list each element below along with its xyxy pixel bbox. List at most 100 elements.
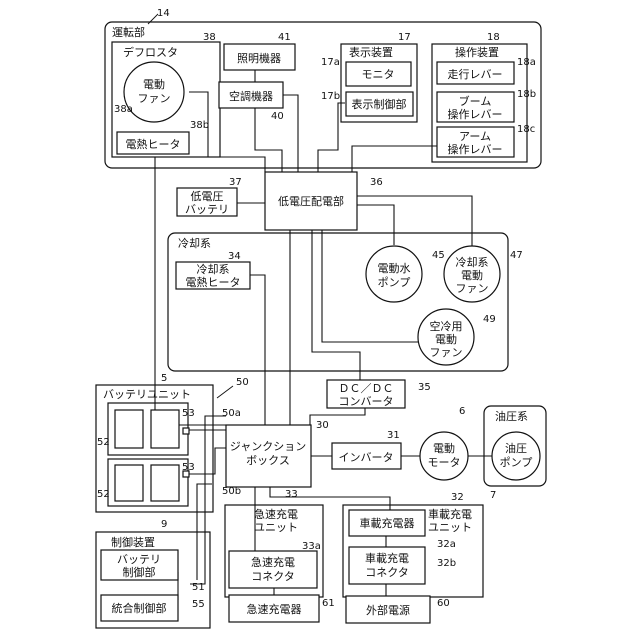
junction-box-line2: ボックス <box>246 454 290 467</box>
quick-charger-ref: 61 <box>322 598 335 609</box>
battery-unit-label: バッテリユニット <box>103 388 191 401</box>
wire-battery-control-a <box>190 416 226 584</box>
dcdc-line1: ＤＣ／ＤＣ <box>339 382 394 395</box>
cooling-system-label: 冷却系 <box>178 237 211 250</box>
wire-cooling-fan <box>357 196 472 246</box>
aircon-label: 空調機器 <box>229 89 273 103</box>
control-device-label: 制御装置 <box>111 535 155 549</box>
cooling-fan-ref: 47 <box>510 250 523 261</box>
wire-dcdc-1 <box>312 230 360 380</box>
onboard-charger-ref: 32a <box>437 539 456 550</box>
onboard-connector-ref: 32b <box>437 558 456 569</box>
ref-50a: 50a <box>222 408 241 419</box>
battery-cell-1 <box>115 410 143 448</box>
junction-box-ref: 30 <box>316 420 329 431</box>
travel-lever-label: 走行レバー <box>448 68 503 81</box>
control-device-ref: 9 <box>161 519 167 530</box>
monitor-label: モニタ <box>362 68 395 81</box>
wire-cooling-heater <box>250 275 265 425</box>
battery-cell-2 <box>151 410 179 448</box>
modules-lower-ref: 52 <box>97 489 110 500</box>
onboard-charge-unit-label-1: 車載充電 <box>428 507 472 521</box>
switch-lower-ref: 53 <box>182 462 195 473</box>
cooling-heater-line1: 冷却系 <box>197 263 230 276</box>
quick-connector-line1: 急速充電 <box>251 555 295 569</box>
lv-battery-line1: 低電圧 <box>191 190 224 203</box>
operator-unit-label: 運転部 <box>112 25 145 39</box>
ac-fan-line1: 空冷用 <box>430 319 463 333</box>
switch-upper <box>183 428 189 434</box>
modules-upper-ref: 52 <box>97 437 110 448</box>
display-controller-ref: 17b <box>321 91 340 102</box>
hydraulic-pump-line2: ポンプ <box>500 456 533 469</box>
heater-38b-ref: 38b <box>190 120 209 131</box>
switch-upper-ref: 53 <box>182 408 195 419</box>
aircon-ref: 40 <box>271 111 284 122</box>
inverter-ref: 31 <box>387 430 400 441</box>
boom-lever-line1: ブーム <box>459 94 492 108</box>
battery-controller-line2: 制御部 <box>123 565 156 579</box>
wire-water-pump <box>357 205 394 245</box>
travel-lever-ref: 18a <box>517 57 536 68</box>
defroster-label: デフロスタ <box>123 45 178 59</box>
onboard-charge-unit-label-2: ユニット <box>428 521 472 534</box>
cooling-heater-line2: 電熱ヒータ <box>186 276 241 289</box>
operation-device-ref: 18 <box>487 32 500 43</box>
boom-lever-line2: 操作レバー <box>448 107 503 121</box>
junction-box-line1: ジャンクション <box>230 440 306 453</box>
motor-line1: 電動 <box>433 441 455 455</box>
water-pump-line1: 電動水 <box>378 261 411 275</box>
battery-controller-ref: 51 <box>192 582 205 593</box>
integrated-controller-label: 統合制御部 <box>112 601 167 615</box>
arm-lever-line1: アーム <box>459 130 491 143</box>
ac-fan-line3: ファン <box>430 346 463 359</box>
quick-charge-unit-ref: 33 <box>285 489 298 500</box>
operator-unit-ref: 14 <box>157 8 170 19</box>
water-pump-line2: ポンプ <box>378 276 411 289</box>
external-power-ref: 60 <box>437 598 450 609</box>
ac-fan-line2: 電動 <box>435 332 457 346</box>
quick-charge-unit-label-2: ユニット <box>254 521 298 534</box>
boom-lever-ref: 18b <box>517 89 536 100</box>
electric-fan-38a-line2: ファン <box>138 92 171 105</box>
onboard-charger-label: 車載充電器 <box>360 516 415 530</box>
heater-38b-label: 電熱ヒータ <box>126 138 181 151</box>
onboard-charge-unit-ref: 32 <box>451 492 464 503</box>
hydraulic-pump-line1: 油圧 <box>505 441 527 455</box>
ref-50b: 50b <box>222 486 241 497</box>
cooling-heater-ref: 34 <box>228 251 241 262</box>
lighting-label: 照明機器 <box>237 51 281 65</box>
quick-charger-label: 急速充電器 <box>247 602 302 616</box>
ref-50-leader <box>217 386 233 398</box>
electric-fan-38a-line1: 電動 <box>143 77 165 91</box>
ac-fan-ref: 49 <box>483 314 496 325</box>
dcdc-line2: コンバータ <box>339 395 394 408</box>
battery-cell-4 <box>151 465 179 501</box>
display-device-label: 表示装置 <box>349 45 393 59</box>
cooling-fan-line1: 冷却系 <box>456 256 489 269</box>
lv-battery-line2: バッテリ <box>185 203 229 216</box>
external-power-label: 外部電源 <box>366 603 410 617</box>
hydraulic-system-label: 油圧系 <box>495 409 528 423</box>
inverter-label: インバータ <box>339 451 394 464</box>
motor-ref: 6 <box>459 406 465 417</box>
integrated-controller-ref: 55 <box>192 599 205 610</box>
lv-battery-ref: 37 <box>229 177 242 188</box>
battery-unit-ref: 5 <box>161 373 167 384</box>
quick-connector-ref: 33a <box>302 541 321 552</box>
quick-connector-line2: コネクタ <box>251 570 295 583</box>
cooling-fan-line2: 電動 <box>461 268 483 282</box>
arm-lever-ref: 18c <box>517 124 535 135</box>
battery-controller-line1: バッテリ <box>117 553 161 566</box>
arm-lever-line2: 操作レバー <box>448 142 503 156</box>
monitor-ref: 17a <box>321 57 340 68</box>
motor-line2: モータ <box>428 456 461 469</box>
water-pump-ref: 45 <box>432 250 445 261</box>
display-device-ref: 17 <box>398 32 411 43</box>
wire-aircon <box>283 95 298 172</box>
onboard-connector-line1: 車載充電 <box>365 551 409 565</box>
cooling-fan-line3: ファン <box>456 282 489 295</box>
hydraulic-pump-ref: 7 <box>490 490 496 501</box>
battery-cell-3 <box>115 465 143 501</box>
electric-fan-38a-ref: 38a <box>114 104 133 115</box>
